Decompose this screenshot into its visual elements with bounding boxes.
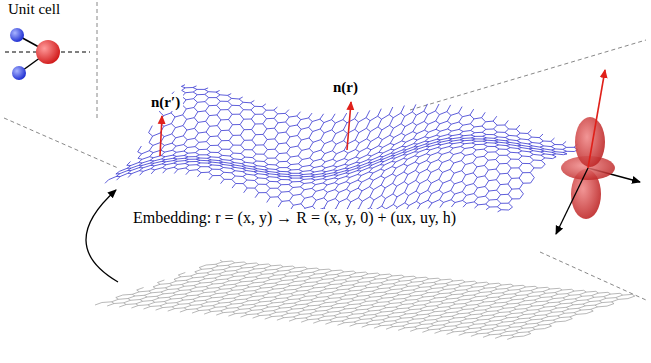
curved-lattice	[105, 85, 578, 220]
p-orbital	[556, 70, 640, 234]
normal-arrow	[160, 116, 162, 156]
embedding-formula: Embedding: r = (x, y) → R = (x, y, 0) + …	[130, 209, 459, 227]
normal-label: n(r)	[330, 79, 361, 96]
normal-label: n(r′)	[148, 94, 183, 111]
unit-cell	[5, 28, 90, 80]
unit-cell-label: Unit cell	[8, 1, 60, 18]
normal-arrow	[347, 102, 351, 150]
flat-lattice	[95, 260, 635, 339]
zoom-guides	[4, 2, 646, 300]
embedding-arrow	[86, 190, 118, 282]
